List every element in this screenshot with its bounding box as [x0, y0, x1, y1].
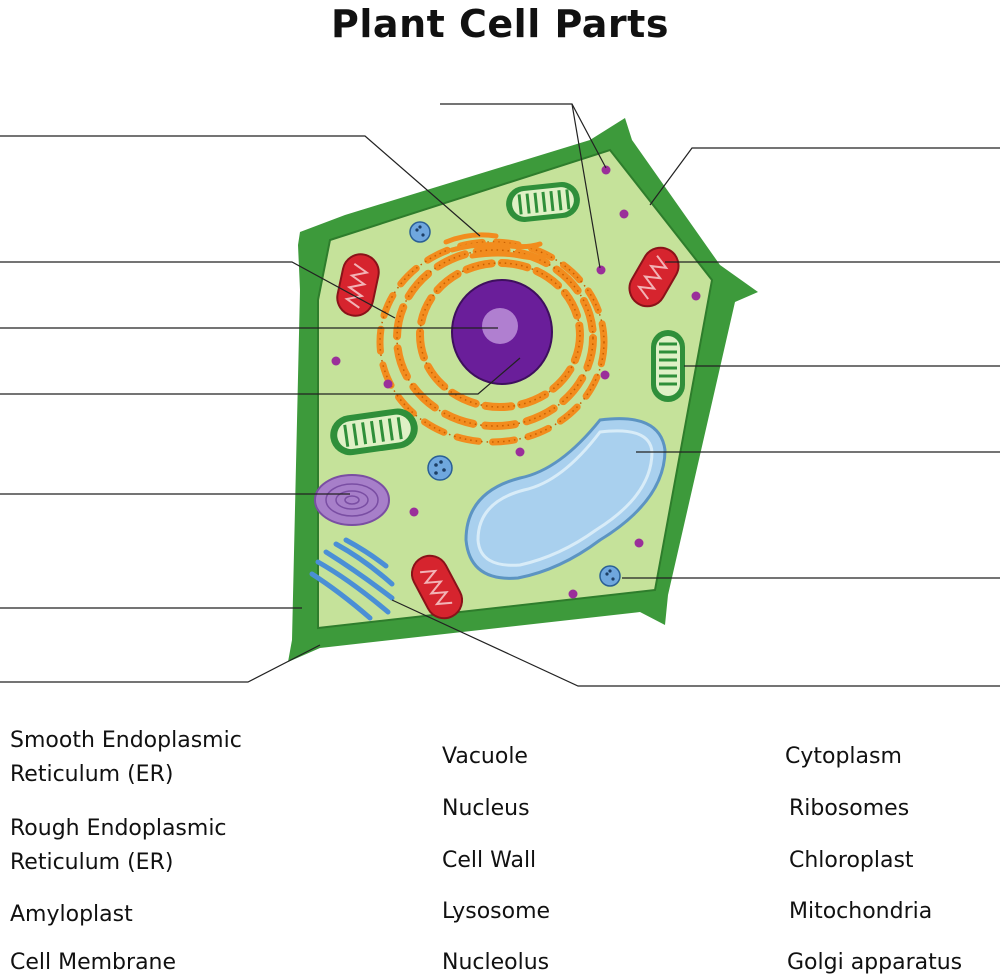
- term-golgi-apparatus: Golgi apparatus: [787, 950, 963, 975]
- term-nucleolus: Nucleolus: [442, 950, 550, 975]
- mitochondrion: [336, 253, 380, 317]
- chloroplast: [651, 330, 685, 402]
- term-cell-wall: Cell Wall: [442, 848, 537, 873]
- page-title: Plant Cell Parts: [331, 2, 669, 46]
- term-smooth-er: Smooth Endoplasmic Reticulum (ER): [10, 728, 242, 787]
- chloroplast: [506, 182, 580, 222]
- term-nucleus: Nucleus: [442, 796, 530, 821]
- term-cytoplasm: Cytoplasm: [785, 744, 902, 769]
- vacuole: [464, 417, 667, 580]
- ribosomes: [331, 165, 701, 599]
- label-lines: [0, 103, 1000, 687]
- term-mitochondria: Mitochondria: [789, 899, 933, 924]
- term-lysosome: Lysosome: [442, 899, 551, 924]
- lysosome: [409, 221, 431, 243]
- lysosome: [427, 455, 453, 481]
- nucleolus: [482, 308, 518, 344]
- term-ribosomes: Ribosomes: [789, 796, 910, 821]
- rough-er-ribosome-dots: [379, 241, 605, 443]
- chloroplast: [330, 408, 418, 456]
- golgi-apparatus: [309, 537, 395, 621]
- term-cell-membrane: Cell Membrane: [10, 950, 177, 975]
- lysosome: [599, 565, 621, 587]
- mitochondrion: [410, 554, 464, 620]
- term-rough-er: Rough Endoplasmic Reticulum (ER): [10, 816, 227, 875]
- smooth-er: [443, 232, 548, 260]
- term-amyloplast: Amyloplast: [10, 902, 133, 927]
- term-chloroplast: Chloroplast: [789, 848, 914, 873]
- term-vacuole: Vacuole: [442, 744, 528, 769]
- amyloplast: [314, 474, 390, 526]
